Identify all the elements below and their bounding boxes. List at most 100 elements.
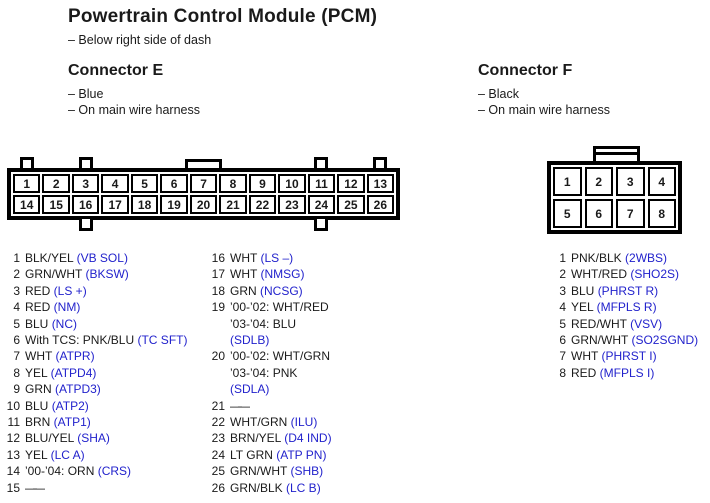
pin-description: GRN/WHT (SO2SGND) xyxy=(571,332,698,348)
connector-pin-cell: 11 xyxy=(307,174,336,193)
connector-pin-cell: 21 xyxy=(219,195,247,214)
wire-color: BRN/YEL xyxy=(230,431,285,446)
signal-name: (SHB) xyxy=(290,464,324,479)
signal-name: (NM) xyxy=(53,300,81,315)
pin-number: 2 xyxy=(13,267,20,282)
signal-name: (BKSW) xyxy=(85,267,129,282)
pin-entry: 1 BLK/YEL (VB SOL) xyxy=(2,250,207,266)
pin-description: ’00-’04: ORN (CRS) xyxy=(25,463,131,479)
connector-key-tab xyxy=(373,157,387,168)
wire-color: YEL xyxy=(25,365,51,380)
connector-f-note-color: – Black xyxy=(478,87,519,101)
pin-number: 8 xyxy=(559,365,566,380)
connector-e-heading: Connector E – Blue – On main wire harnes… xyxy=(68,62,200,118)
signal-name: (SO2SGND) xyxy=(631,333,699,348)
pin-number: 23 xyxy=(211,431,225,446)
wire-color: GRN/BLK xyxy=(230,480,287,495)
signal-name: (SDLB) xyxy=(230,333,270,348)
pin-description: —— xyxy=(25,480,45,496)
connector-pin-cell: 4 xyxy=(647,167,676,196)
pin-number: 5 xyxy=(13,316,20,331)
pin-description: WHT (LS –) xyxy=(230,250,293,266)
pin-description: BLU (PHRST R) xyxy=(571,283,658,299)
pin-description: BRN (ATP1) xyxy=(25,414,91,430)
connector-pin-cell: 16 xyxy=(71,195,100,214)
signal-name: (TC SFT) xyxy=(137,333,188,348)
wire-color: RED xyxy=(25,300,54,315)
signal-name: (SHA) xyxy=(77,431,110,446)
connector-pin-cell: 20 xyxy=(189,195,218,214)
wire-color: WHT xyxy=(571,349,602,364)
signal-name: (D4 IND) xyxy=(284,431,332,446)
pin-number: 20 xyxy=(211,349,225,364)
wire-color: ’00-’04: ORN xyxy=(25,464,98,479)
signal-name: (NCSG) xyxy=(260,283,303,298)
pin-description: BRN/YEL (D4 IND) xyxy=(230,430,332,446)
pin-number: 22 xyxy=(211,415,225,430)
pin-entry: 2 GRN/WHT (BKSW) xyxy=(2,266,207,282)
connector-pin-cell: 19 xyxy=(160,195,188,214)
pin-description: BLK/YEL (VB SOL) xyxy=(25,250,128,266)
wire-color: GRN/WHT xyxy=(571,333,632,348)
pin-number: 14 xyxy=(6,464,20,479)
wire-color: RED xyxy=(571,365,600,380)
page-title: Powertrain Control Module (PCM) xyxy=(68,6,378,27)
signal-name: (CRS) xyxy=(97,464,132,479)
signal-name: (LS +) xyxy=(53,283,87,298)
signal-name: (PHRST I) xyxy=(601,349,657,364)
connector-f-note-harness: – On main wire harness xyxy=(478,103,611,117)
connector-key-tab xyxy=(20,157,34,168)
pin-description: YEL (LC A) xyxy=(25,447,85,463)
wire-color: BLU xyxy=(571,283,598,298)
pin-description: GRN/WHT (BKSW) xyxy=(25,266,129,282)
pin-number: 1 xyxy=(13,251,20,265)
wire-color: YEL xyxy=(571,300,597,315)
pin-description: LT GRN (ATP PN) xyxy=(230,447,326,463)
signal-name: (NC) xyxy=(51,316,78,331)
wire-color: ’03-’04: PNK xyxy=(230,365,298,380)
wire-color: RED/WHT xyxy=(571,316,631,331)
signal-name: (PHRST R) xyxy=(597,283,659,298)
pin-description: YEL (ATPD4) xyxy=(25,365,96,381)
connector-pin-cell: 4 xyxy=(101,174,129,193)
wire-color: BLK/YEL xyxy=(25,251,77,265)
pin-description: WHT (NMSG) xyxy=(230,266,304,282)
pin-entry: 15 —— xyxy=(2,480,207,496)
signal-name: (ATPR) xyxy=(55,349,95,364)
pin-number: 15 xyxy=(6,480,20,495)
wire-color: GRN xyxy=(230,283,260,298)
wire-color: ’00-’02: WHT/RED xyxy=(230,300,329,315)
connector-pin-cell: 3 xyxy=(616,167,645,196)
pin-description: GRN (NCSG) xyxy=(230,283,303,299)
connector-pin-cell: 22 xyxy=(248,195,277,214)
pin-description: GRN/BLK (LC B) xyxy=(230,480,321,496)
pin-description: WHT/RED (SHO2S) xyxy=(571,266,679,282)
signal-name: (LS –) xyxy=(260,251,294,265)
pin-entry: 23 BRN/YEL (D4 IND) xyxy=(207,430,417,446)
wire-color: LT GRN xyxy=(230,447,277,462)
signal-name: (ATP2) xyxy=(51,398,89,413)
pin-number: 24 xyxy=(211,447,225,462)
connector-pin-cell: 3 xyxy=(71,174,100,193)
wire-color: ’03-’04: BLU xyxy=(230,316,297,331)
signal-name: (ATPD3) xyxy=(55,382,101,397)
signal-name: (SDLA) xyxy=(230,382,270,397)
pin-description: RED (LS +) xyxy=(25,283,87,299)
pin-entry: 21—— xyxy=(207,398,417,414)
